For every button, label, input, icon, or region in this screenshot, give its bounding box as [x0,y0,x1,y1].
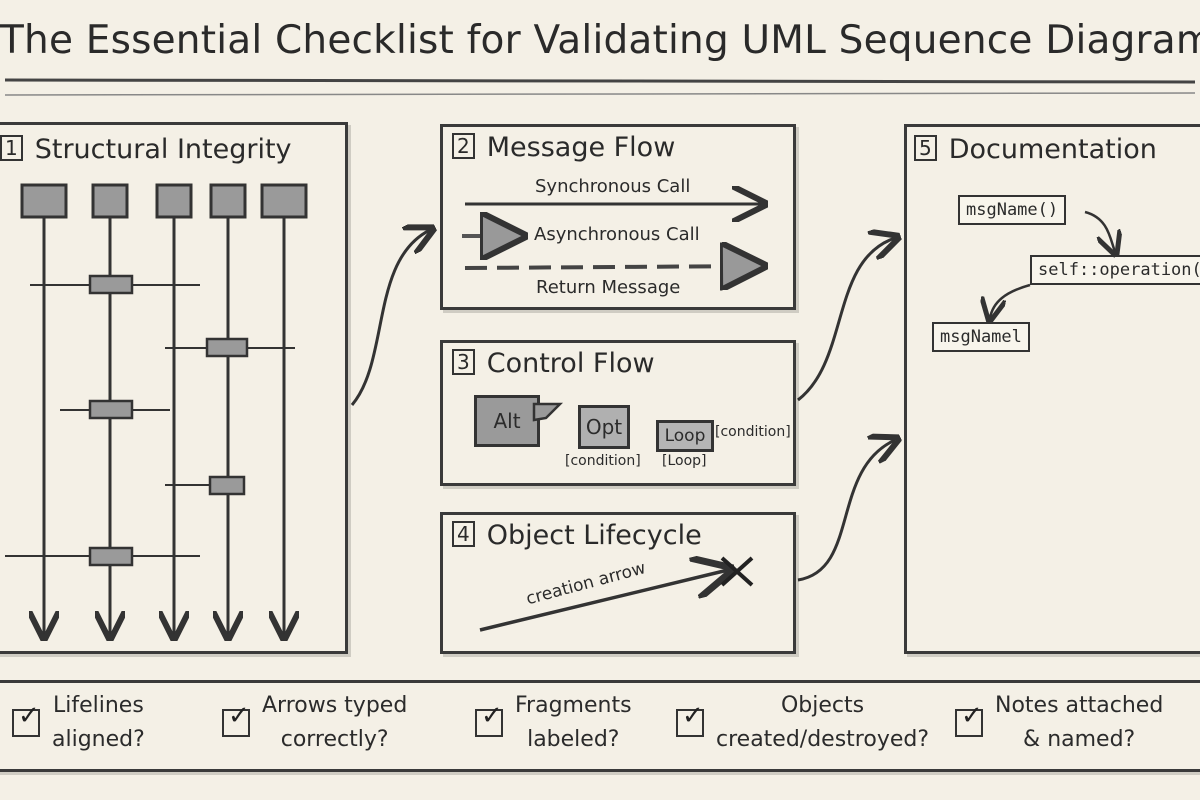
lifeline-head-1 [20,183,68,219]
activation-4 [208,475,246,496]
check-arrows[interactable]: ✓ Arrows typed correctly? [222,688,452,758]
loop-condition-label: [condition] [715,424,791,440]
checkbox[interactable]: ✓ [12,701,40,737]
checkbox[interactable]: ✓ [955,701,983,737]
panel-1-number: 1 [0,135,23,161]
check-line2: & named? [1023,727,1136,752]
title-underline-2 [4,92,1196,96]
panel-message-flow [440,124,796,310]
sync-call-label: Synchronous Call [535,176,691,197]
connector-3-5 [797,238,895,402]
check-text: Fragments labeled? [515,689,632,757]
note-self-operation: self::operation() [1030,255,1200,285]
title-underline [4,78,1196,84]
panel-2-title-text: Message Flow [486,132,676,163]
async-call-label: Asynchronous Call [534,224,700,245]
opt-condition-label: [condition] [565,453,641,469]
check-line2: created/destroyed? [716,727,930,752]
return-message-label: Return Message [536,277,681,298]
check-icon: ✓ [961,701,983,731]
return-arrow [464,266,760,268]
check-line2: labeled? [527,727,620,752]
check-icon: ✓ [18,701,40,731]
panel-2-title: 2 Message Flow [452,132,675,163]
check-line1: Arrows typed [262,693,408,718]
panel-5-title: 5 Documentation [914,134,1157,165]
panel-structural-integrity [0,122,348,654]
check-fragments[interactable]: ✓ Fragments labeled? [475,688,655,758]
alt-fragment: Alt [474,395,540,447]
panel-4-title: 4 Object Lifecycle [452,520,702,551]
checkbox[interactable]: ✓ [475,701,503,737]
loop-fragment: Loop [656,420,714,452]
panel-object-lifecycle [440,512,796,654]
note-arrow-2 [990,283,1031,318]
panel-control-flow [440,340,796,486]
creation-arrow [479,570,728,632]
check-text: Arrows typed correctly? [262,689,407,757]
activation-5 [88,546,134,567]
panel-2-number: 2 [452,133,475,159]
check-icon: ✓ [682,701,704,731]
note-msgname: msgName() [958,195,1067,225]
check-icon: ✓ [481,701,503,731]
lifeline-head-3 [155,183,193,219]
panel-documentation [904,124,1200,654]
check-icon: ✓ [228,701,250,731]
check-line2: correctly? [280,727,389,752]
checkbox[interactable]: ✓ [676,701,704,737]
panel-3-title: 3 Control Flow [452,348,655,379]
checkbox[interactable]: ✓ [222,701,250,737]
panel-1-title-text: Structural Integrity [34,134,292,165]
panel-4-title-text: Object Lifecycle [486,520,702,551]
activation-3 [88,399,134,420]
check-line1: Fragments [515,693,632,718]
panel-1-title: 1 Structural Integrity [0,134,292,165]
check-line1: Objects [780,693,865,718]
connector-1-2 [350,230,430,406]
check-line1: Lifelines [52,693,144,718]
check-line1: Notes attached [995,693,1164,718]
page-title: The Essential Checklist for Validating U… [0,18,1200,63]
cross-icon [720,556,754,587]
check-line2: aligned? [52,727,145,752]
check-text: Lifelines aligned? [52,689,145,757]
check-text: Notes attached & named? [995,689,1163,757]
note-arrow-1 [1084,210,1115,252]
opt-fragment: Opt [578,405,630,449]
panel-5-number: 5 [914,135,937,161]
note-msgname-2: msgNamel [932,322,1030,352]
lifeline-heads [20,183,308,219]
panel-5-title-text: Documentation [948,134,1157,165]
check-lifelines[interactable]: ✓ Lifelines aligned? [12,688,192,758]
panel-3-number: 3 [452,349,475,375]
activation-1 [88,274,134,295]
panel-3-title-text: Control Flow [486,348,655,379]
activation-bars [88,274,249,567]
loop-label: [Loop] [662,453,707,469]
alt-fragment-tab [532,402,564,422]
activation-2 [205,337,249,358]
check-text: Objects created/destroyed? [716,689,929,757]
panel-4-number: 4 [452,521,475,547]
checklist-bar [0,680,1200,772]
check-objects[interactable]: ✓ Objects created/destroyed? [676,688,946,758]
check-notes[interactable]: ✓ Notes attached & named? [955,688,1195,758]
connector-4-5 [797,440,895,582]
